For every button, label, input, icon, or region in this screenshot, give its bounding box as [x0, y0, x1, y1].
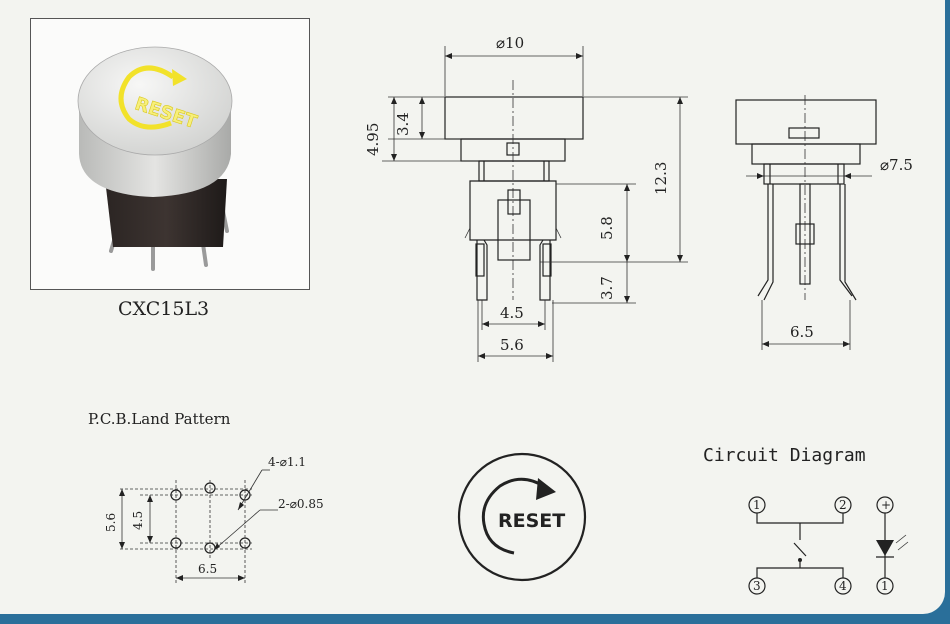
reset-icon-text: RESET	[498, 510, 565, 532]
switch-body	[105, 179, 227, 247]
reset-cap-top-view: RESET	[457, 452, 587, 582]
dim-pcb-w65: 6.5	[198, 562, 217, 576]
dim-front-h123: 12.3	[652, 162, 670, 195]
dim-front-h58: 5.8	[598, 216, 616, 240]
pcb-hole-label-2: 2-⌀0.85	[278, 497, 324, 511]
cap-top	[77, 46, 233, 156]
circuit-pin-3: 3	[753, 579, 761, 593]
product-photo-frame: RESET	[30, 18, 310, 290]
model-label: CXC15L3	[118, 298, 210, 320]
dim-front-w56: 5.6	[500, 336, 524, 354]
engineering-drawing: ⌀10	[104, 34, 913, 595]
dim-front-w45: 4.5	[500, 304, 524, 322]
dim-front-diameter: ⌀10	[496, 34, 524, 52]
side-view: ⌀7.5 6.5	[735, 95, 913, 350]
circuit-diagram: 1 2 3 4 + 1	[748, 496, 909, 595]
dim-pcb-h56: 5.6	[104, 513, 118, 532]
circuit-pin-4: 4	[839, 579, 847, 593]
dim-front-h37: 3.7	[598, 276, 616, 300]
datasheet: RESET CXC15L3 ⌀10	[0, 0, 945, 614]
product-photo: RESET	[77, 46, 233, 271]
circuit-diagram-title: Circuit Diagram	[703, 445, 866, 466]
dim-side-w65: 6.5	[790, 323, 814, 341]
pcb-land-pattern-title: P.C.B.Land Pattern	[88, 410, 231, 428]
dim-front-h34: 3.4	[394, 112, 412, 136]
circuit-pin-1: 1	[753, 498, 761, 512]
front-view: ⌀10	[364, 34, 688, 362]
circuit-pin-2: 2	[839, 498, 847, 512]
reset-logo	[118, 65, 175, 130]
dim-side-diameter: ⌀7.5	[880, 156, 913, 174]
pcb-hole-label-1: 4-⌀1.1	[268, 455, 306, 469]
led-pin-label: 1	[881, 579, 889, 593]
pcb-land-pattern: 5.6 4.5 6.5 4-⌀1.1 2-⌀0.85	[104, 455, 324, 585]
dim-front-h495: 4.95	[364, 123, 382, 156]
dim-pcb-h45: 4.5	[131, 511, 145, 530]
led-plus-label: +	[881, 498, 891, 512]
